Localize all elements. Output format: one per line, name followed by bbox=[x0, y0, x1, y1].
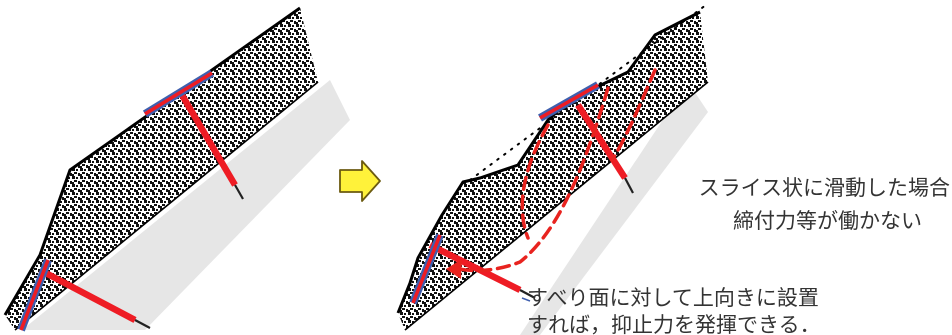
slip-arrowhead bbox=[446, 259, 462, 279]
bearing-plate-core bbox=[539, 83, 599, 120]
callout-leader bbox=[521, 297, 531, 302]
caption-slice-line2: 締付力等が働かない bbox=[733, 209, 922, 233]
bearing-plate-core bbox=[411, 234, 442, 304]
slip-curve-upper bbox=[610, 68, 657, 162]
anchor-bar-tip bbox=[134, 319, 151, 329]
bearing-plate-core bbox=[144, 71, 213, 116]
caption-upward-line1: すべり面に対して上向きに設置 bbox=[527, 286, 819, 310]
anchor-bar-tip bbox=[624, 177, 634, 194]
anchor-lower-right bbox=[409, 233, 536, 305]
right-arrow-icon bbox=[339, 160, 381, 202]
anchor-bar bbox=[428, 242, 522, 293]
caption-upward-line2: すれば，抑止力を発揮できる． bbox=[527, 313, 821, 335]
anchor-upper-right bbox=[538, 81, 634, 194]
gravel-layer-left bbox=[5, 8, 318, 330]
slip-curve-main bbox=[453, 86, 610, 273]
anchor-bar-tip bbox=[519, 289, 536, 299]
slip-surface-right bbox=[404, 81, 709, 331]
slip-surfaces bbox=[446, 68, 657, 279]
ground-shadow-left bbox=[22, 80, 350, 330]
caption-slice-line1: スライス状に滑動した場合 bbox=[699, 176, 950, 200]
anchor-bar-tip bbox=[234, 184, 244, 200]
before-panel bbox=[3, 6, 350, 332]
slip-surface-left bbox=[14, 81, 319, 331]
after-panel bbox=[396, 4, 709, 335]
anchor-bar bbox=[179, 93, 238, 187]
bearing-plate-core bbox=[19, 259, 50, 331]
gravel-layer-right bbox=[398, 12, 708, 330]
slip-curve-mid bbox=[520, 123, 550, 240]
slope-surface-right bbox=[396, 10, 701, 314]
anchor-bar bbox=[575, 103, 628, 180]
ground-shadow-right bbox=[520, 82, 708, 335]
anchor-lower-left bbox=[17, 258, 151, 332]
anchor-upper-left bbox=[142, 69, 244, 200]
anchor-bar bbox=[38, 267, 137, 323]
